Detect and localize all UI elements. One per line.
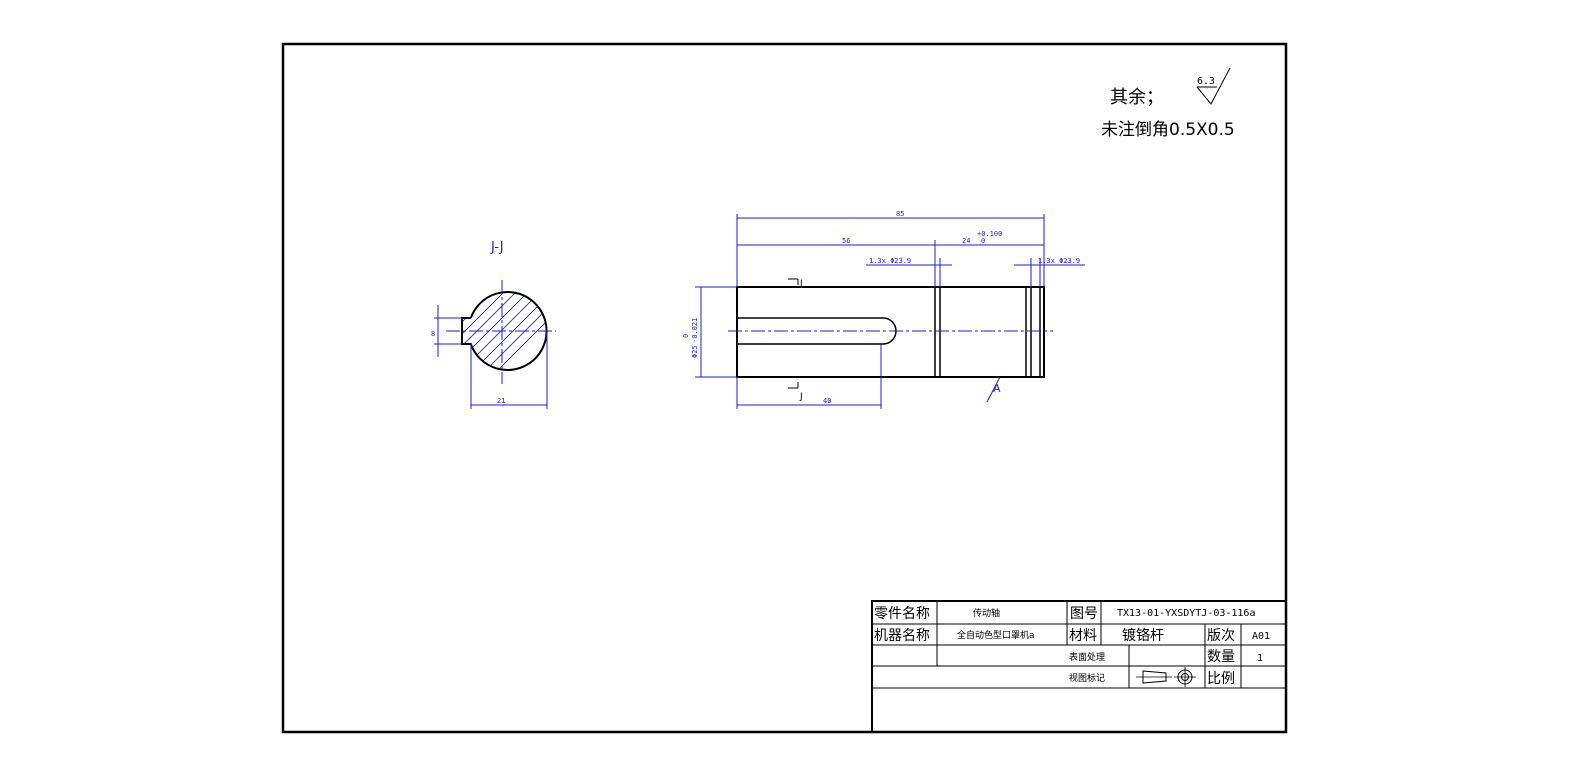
shaft-outline — [736, 286, 1045, 378]
tb-machine-name-value: 全自动色型口罩机a — [957, 629, 1035, 641]
tb-revision-value: A01 — [1252, 631, 1270, 642]
dim-left-section-text: 56 — [842, 237, 850, 245]
dim-diameter-tol-upper: 0 — [682, 334, 690, 338]
section-outline — [461, 291, 548, 371]
tb-view-mark-label: 视图标记 — [1069, 672, 1105, 684]
dim-diameter-tol-lower: -0.021 — [691, 318, 699, 343]
remaining-roughness-label: 其余； — [1110, 87, 1164, 108]
roughness-value: 6.3 — [1197, 76, 1215, 87]
dim-keyway-length — [736, 344, 882, 409]
section-width-dim — [470, 332, 548, 409]
section-mark-top-text: J — [799, 279, 803, 289]
dim-diameter-text: Φ25 — [691, 345, 699, 358]
title-block — [871, 600, 1287, 733]
section-mark-bottom-text: J — [799, 392, 803, 402]
tb-part-name-value: 传动轴 — [973, 607, 1000, 619]
tb-material-value: 镀铬杆 — [1122, 627, 1164, 644]
section-keyway-dim — [434, 305, 462, 357]
tb-drawing-no-value: TX13-01-YXSDYTJ-03-116a — [1117, 608, 1255, 619]
tb-material-label: 材料 — [1069, 628, 1097, 644]
dim-sections — [737, 240, 1044, 287]
section-mark-bottom — [788, 382, 799, 389]
dim-diameter — [695, 286, 737, 378]
tb-drawing-no-label: 图号 — [1070, 606, 1098, 622]
dim-right-section-text: 24 — [962, 237, 970, 245]
dim-groove-right-text: 1.3x Φ23.9 — [1038, 257, 1080, 265]
tb-revision-label: 版次 — [1207, 628, 1235, 644]
dim-right-tol-upper: +0.100 — [977, 230, 1002, 238]
roughness-leader — [986, 376, 1001, 403]
roughness-symbol — [1196, 67, 1231, 105]
tb-surface-treatment-label: 表面处理 — [1069, 651, 1105, 663]
dim-keyway-length-text: 40 — [823, 397, 831, 405]
tb-part-name-label: 零件名称 — [874, 606, 930, 622]
section-width-dim-text: 21 — [497, 397, 505, 405]
tb-quantity-label: 数量 — [1207, 649, 1235, 665]
chamfer-note: 未注倒角0.5X0.5 — [1101, 120, 1235, 140]
section-keyway-dim-text: 8 — [431, 330, 435, 338]
projection-symbol-icon — [1136, 667, 1196, 687]
dim-groove-left-text: 1.3x Φ23.9 — [869, 257, 911, 265]
tb-quantity-value: 1 — [1257, 653, 1263, 664]
roughness-mark-text: A — [993, 382, 1001, 395]
section-view-title: J-J — [490, 240, 504, 255]
dim-groove-right — [1014, 258, 1085, 287]
tb-machine-name-label: 机器名称 — [874, 628, 930, 644]
dim-overall — [736, 214, 1045, 287]
dim-groove-left — [866, 258, 952, 287]
section-mark-top — [788, 278, 799, 285]
drawing-frame — [281, 42, 1288, 734]
tb-scale-label: 比例 — [1207, 671, 1235, 687]
dim-right-tol-lower: 0 — [981, 237, 985, 245]
dim-overall-text: 85 — [896, 210, 904, 218]
